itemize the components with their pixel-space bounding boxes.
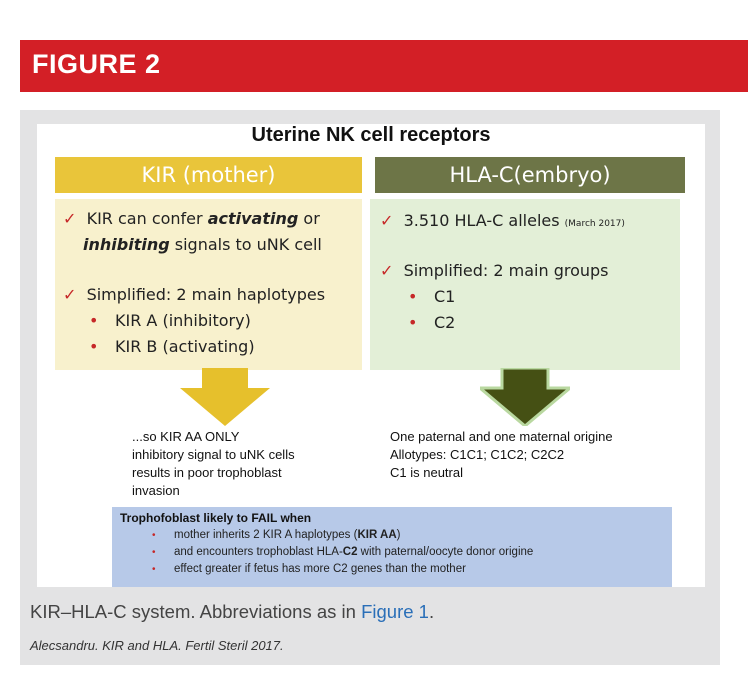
kir-line-2: inhibiting signals to uNK cell	[83, 235, 322, 254]
kir-inhibiting-text: inhibiting	[83, 235, 170, 254]
kir-arrow-icon	[180, 368, 270, 426]
check-icon: ✓	[380, 261, 394, 280]
kir-simplified: ✓ Simplified: 2 main haplotypes	[63, 285, 325, 304]
kir-item-a-text: KIR A (inhibitory)	[115, 311, 251, 330]
conclusion-item-1-end: )	[396, 529, 401, 541]
conclusion-item-3-text: effect greater if fetus has more C2 gene…	[174, 563, 466, 575]
figure-caption: KIR–HLA-C system. Abbreviations as in Fi…	[30, 601, 434, 623]
figure-1-link[interactable]: Figure 1	[361, 601, 429, 622]
bullet-icon: •	[89, 337, 99, 356]
kir-item-b: • KIR B (activating)	[89, 337, 255, 356]
caption-text: KIR–HLA-C system. Abbreviations as in	[30, 601, 362, 622]
hla-item-c2: • C2	[408, 313, 455, 332]
conclusion-title: Trophofoblast likely to FAIL when	[120, 511, 312, 525]
conclusion-item-3: • effect greater if fetus has more C2 gen…	[152, 563, 466, 575]
kir-simplified-text: Simplified: 2 main haplotypes	[86, 285, 326, 304]
conclusion-item-2: • and encounters trophoblast HLA-C2 with …	[152, 546, 533, 558]
hla-item-c1-text: C1	[434, 287, 456, 306]
figure-header: FIGURE 2	[20, 40, 748, 92]
bullet-icon: •	[89, 311, 99, 330]
hla-note: One paternal and one maternal origine Al…	[390, 428, 613, 482]
kir-activating-text: activating	[207, 209, 299, 228]
hla-arrow-icon	[480, 368, 570, 426]
bullet-icon: •	[408, 287, 418, 306]
bullet-icon: •	[152, 547, 156, 558]
kir-box: ✓ KIR can confer activating or inhibitin…	[55, 199, 362, 370]
conclusion-box: Trophofoblast likely to FAIL when • mothe…	[112, 507, 672, 587]
kir-note-line: invasion	[132, 483, 180, 498]
diagram-slide: Uterine NK cell receptors KIR (mother) H…	[37, 124, 705, 587]
hla-item-c1: • C1	[408, 287, 455, 306]
kir-item-a: • KIR A (inhibitory)	[89, 311, 251, 330]
kir-note: ...so KIR AA ONLY inhibitory signal to u…	[132, 428, 295, 500]
conclusion-item-1: • mother inherits 2 KIR A haplotypes (KIR…	[152, 529, 401, 541]
conclusion-item-2-bold: C2	[342, 546, 358, 558]
conclusion-item-1-bold: KIR AA	[357, 529, 397, 541]
kir-note-line: results in poor trophoblast	[132, 465, 282, 480]
bullet-icon: •	[152, 530, 156, 541]
conclusion-item-2-text: and encounters trophoblast HLA-	[174, 546, 343, 558]
kir-line-1-text: KIR can confer	[86, 209, 208, 228]
check-icon: ✓	[63, 285, 77, 304]
bullet-icon: •	[152, 564, 156, 575]
kir-heading: KIR (mother)	[55, 157, 362, 193]
hla-alleles-text: 3.510 HLA-C alleles	[403, 211, 565, 230]
hla-note-line: Allotypes: C1C1; C1C2; C2C2	[390, 447, 565, 462]
hla-note-line: One paternal and one maternal origine	[390, 429, 613, 444]
hla-box: ✓ 3.510 HLA-C alleles (March 2017) ✓ Sim…	[370, 199, 680, 370]
hla-alleles-date: (March 2017)	[564, 219, 625, 229]
hla-heading: HLA-C(embryo)	[375, 157, 685, 193]
hla-alleles: ✓ 3.510 HLA-C alleles (March 2017)	[380, 211, 625, 230]
check-icon: ✓	[63, 209, 77, 228]
hla-simplified: ✓ Simplified: 2 main groups	[380, 261, 609, 280]
diagram-title: Uterine NK cell receptors	[251, 124, 491, 146]
caption-end: .	[428, 601, 435, 622]
hla-simplified-text: Simplified: 2 main groups	[403, 261, 609, 280]
figure-citation: Alecsandru. KIR and HLA. Fertil Steril 2…	[30, 638, 284, 653]
bullet-icon: •	[408, 313, 418, 332]
hla-note-line: C1 is neutral	[390, 465, 463, 480]
hla-item-c2-text: C2	[434, 313, 456, 332]
kir-note-line: inhibitory signal to uNK cells	[132, 447, 295, 462]
conclusion-item-2-end: with paternal/oocyte donor origine	[357, 546, 534, 558]
kir-note-line: ...so KIR AA ONLY	[132, 429, 240, 444]
kir-line-2-text: signals to uNK cell	[169, 235, 322, 254]
kir-line-1: ✓ KIR can confer activating or	[63, 209, 320, 228]
kir-line-1-end: or	[298, 209, 320, 228]
kir-item-b-text: KIR B (activating)	[115, 337, 255, 356]
conclusion-item-1-text: mother inherits 2 KIR A haplotypes (	[174, 529, 358, 541]
figure-title: FIGURE 2	[32, 49, 161, 79]
check-icon: ✓	[380, 211, 394, 230]
